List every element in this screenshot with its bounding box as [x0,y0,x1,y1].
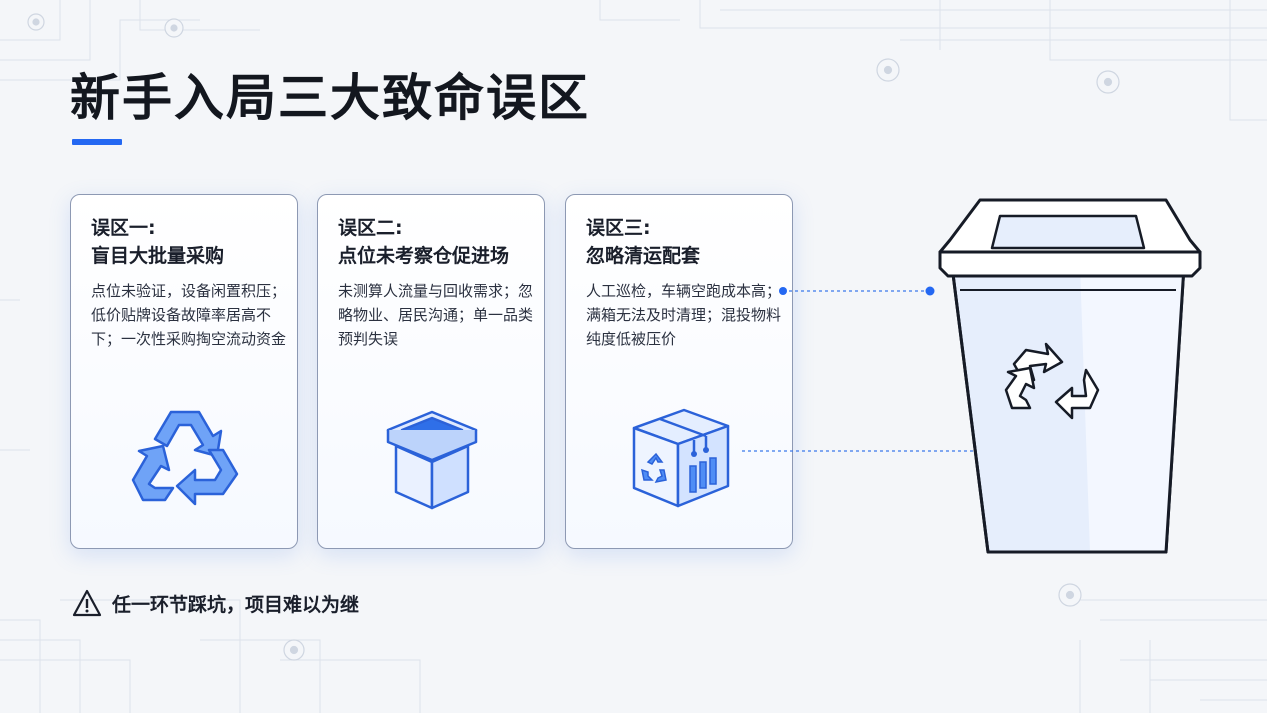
misconception-card-3: 误区三: 忽略清运配套 人工巡检，车辆空跑成本高；满箱无法及时清理；混投物料纯度… [565,194,793,549]
page-title: 新手入局三大致命误区 [70,69,590,127]
card-description: 人工巡检，车辆空跑成本高；满箱无法及时清理；混投物料纯度低被压价 [586,282,782,348]
warning-icon [72,589,102,617]
card-heading-label: 误区一: [91,217,156,239]
warning-text: 任一环节踩坑，项目难以为继 [112,593,360,616]
card-description: 未测算人流量与回收需求；忽略物业、居民沟通；单一品类预判失误 [338,282,534,348]
misconception-card-2: 误区二: 点位未考察仓促进场 未测算人流量与回收需求；忽略物业、居民沟通；单一品… [317,194,545,549]
card-heading-title: 盲目大批量采购 [91,245,225,267]
card-heading-title: 忽略清运配套 [586,245,701,267]
box-icon [386,410,478,510]
card-heading-label: 误区二: [338,217,403,239]
recycling-bin-icon [938,198,1202,554]
warning-note: 任一环节踩坑，项目难以为继 [72,588,359,618]
card-description: 点位未验证，设备闲置积压；低价贴牌设备故障率居高不下；一次性采购掏空流动资金 [91,282,287,348]
title-underline [72,139,122,145]
recycle-crate-icon [632,408,730,508]
misconception-card-1: 误区一: 盲目大批量采购 点位未验证，设备闲置积压；低价贴牌设备故障率居高不下；… [70,194,298,549]
card-heading-label: 误区三: [586,217,651,239]
card-heading-title: 点位未考察仓促进场 [338,245,510,267]
recycle-icon [131,410,239,506]
